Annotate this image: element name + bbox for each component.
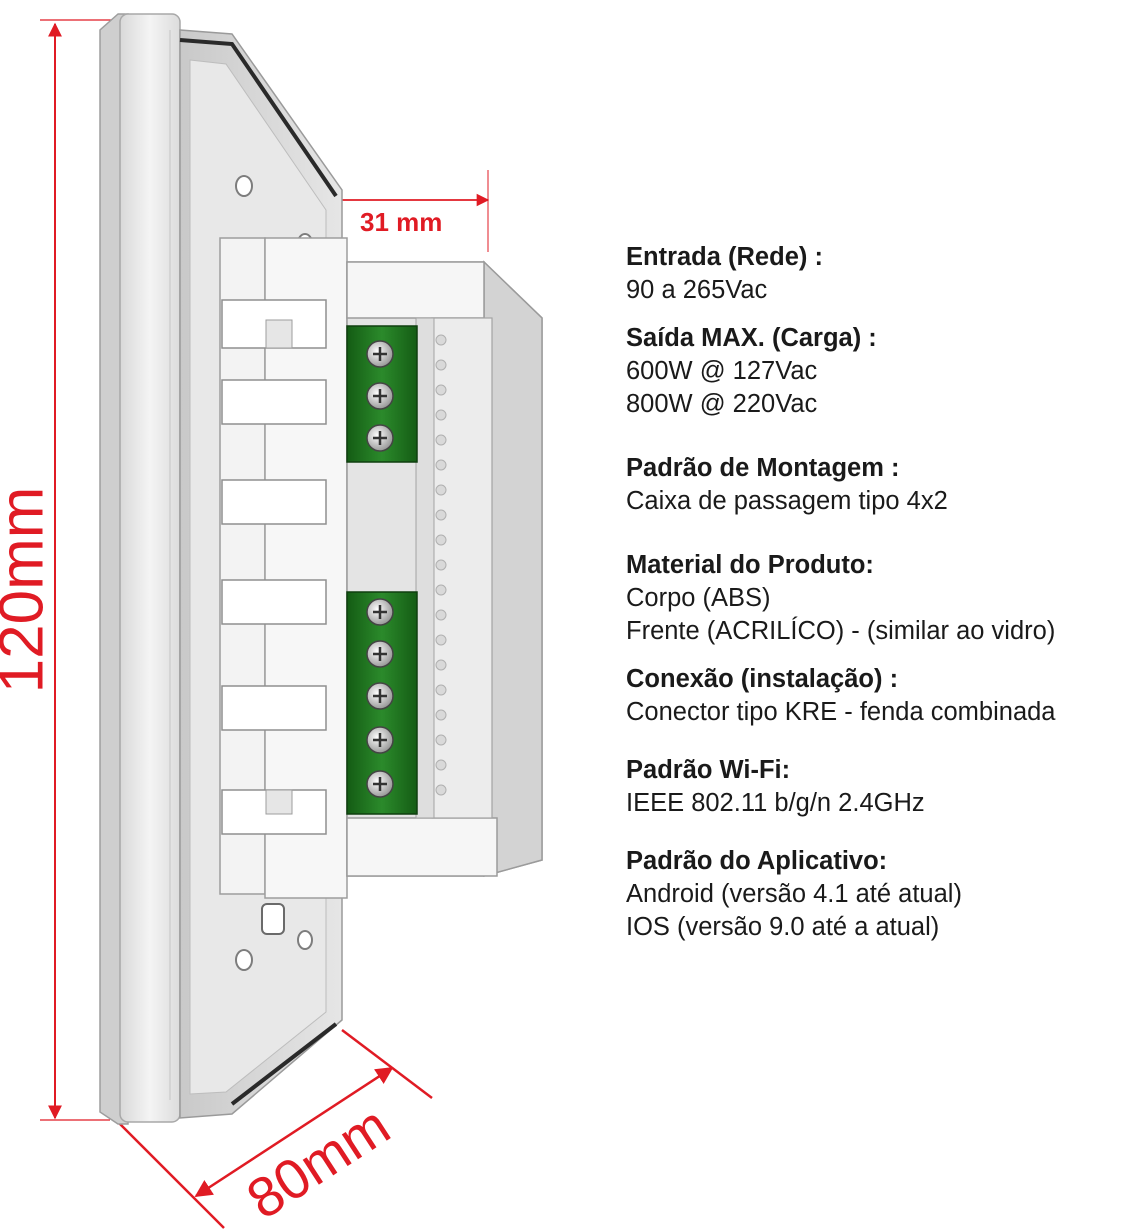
spec-title: Conexão (instalação) :: [626, 665, 899, 693]
front-panel: [99, 13, 181, 1125]
height-dimension-line: [40, 19, 118, 1121]
spec-title: Padrão do Aplicativo:: [626, 847, 888, 875]
depth-dimension-label: 31 mm: [360, 207, 443, 237]
spec-line: Frente (ACRILÍCO) - (similar ao vidro): [626, 617, 1056, 645]
clip-column: [219, 237, 348, 899]
spec-connection: Conexão (instalação) : Conector tipo KRE…: [626, 662, 1131, 729]
terminal-screw-icon: [366, 598, 394, 626]
spec-line: 800W @ 220Vac: [626, 390, 818, 418]
spec-title: Saída MAX. (Carga) :: [626, 324, 877, 352]
spec-material: Material do Produto: Corpo (ABS) Frente …: [626, 548, 1131, 648]
spec-app: Padrão do Aplicativo: Android (versão 4.…: [626, 844, 1131, 944]
spec-wifi: Padrão Wi-Fi: IEEE 802.11 b/g/n 2.4GHz: [626, 753, 1131, 820]
terminal-screw-icon: [366, 726, 394, 754]
width-dimension-line: [117, 1029, 433, 1229]
spec-line: IOS (versão 9.0 até a atual): [626, 913, 940, 941]
spec-line: Caixa de passagem tipo 4x2: [626, 487, 948, 515]
spec-line: IEEE 802.11 b/g/n 2.4GHz: [626, 789, 925, 817]
spec-input: Entrada (Rede) : 90 a 265Vac: [626, 240, 1131, 307]
terminal-screw-icon: [366, 382, 394, 410]
terminal-screw-icon: [366, 340, 394, 368]
spec-line: Android (versão 4.1 até atual): [626, 880, 962, 908]
terminal-screw-icon: [366, 682, 394, 710]
spec-line: Conector tipo KRE - fenda combinada: [626, 698, 1056, 726]
spec-mounting: Padrão de Montagem : Caixa de passagem t…: [626, 451, 1131, 518]
height-dimension-label: 120mm: [0, 486, 57, 694]
terminal-screw-icon: [366, 770, 394, 798]
spec-list: Entrada (Rede) : 90 a 265Vac Saída MAX. …: [626, 240, 1131, 944]
spec-title: Padrão Wi-Fi:: [626, 756, 791, 784]
terminal-screw-icon: [366, 424, 394, 452]
spec-title: Entrada (Rede) :: [626, 243, 823, 271]
spec-output: Saída MAX. (Carga) : 600W @ 127Vac 800W …: [626, 321, 1131, 421]
terminal-block-bottom: [346, 591, 418, 815]
spec-title: Padrão de Montagem :: [626, 454, 900, 482]
spec-line: Corpo (ABS): [626, 584, 771, 612]
spec-line: 90 a 265Vac: [626, 276, 768, 304]
spec-line: 600W @ 127Vac: [626, 357, 818, 385]
terminal-screw-icon: [366, 640, 394, 668]
terminal-block-top: [346, 325, 418, 463]
spec-title: Material do Produto:: [626, 551, 874, 579]
